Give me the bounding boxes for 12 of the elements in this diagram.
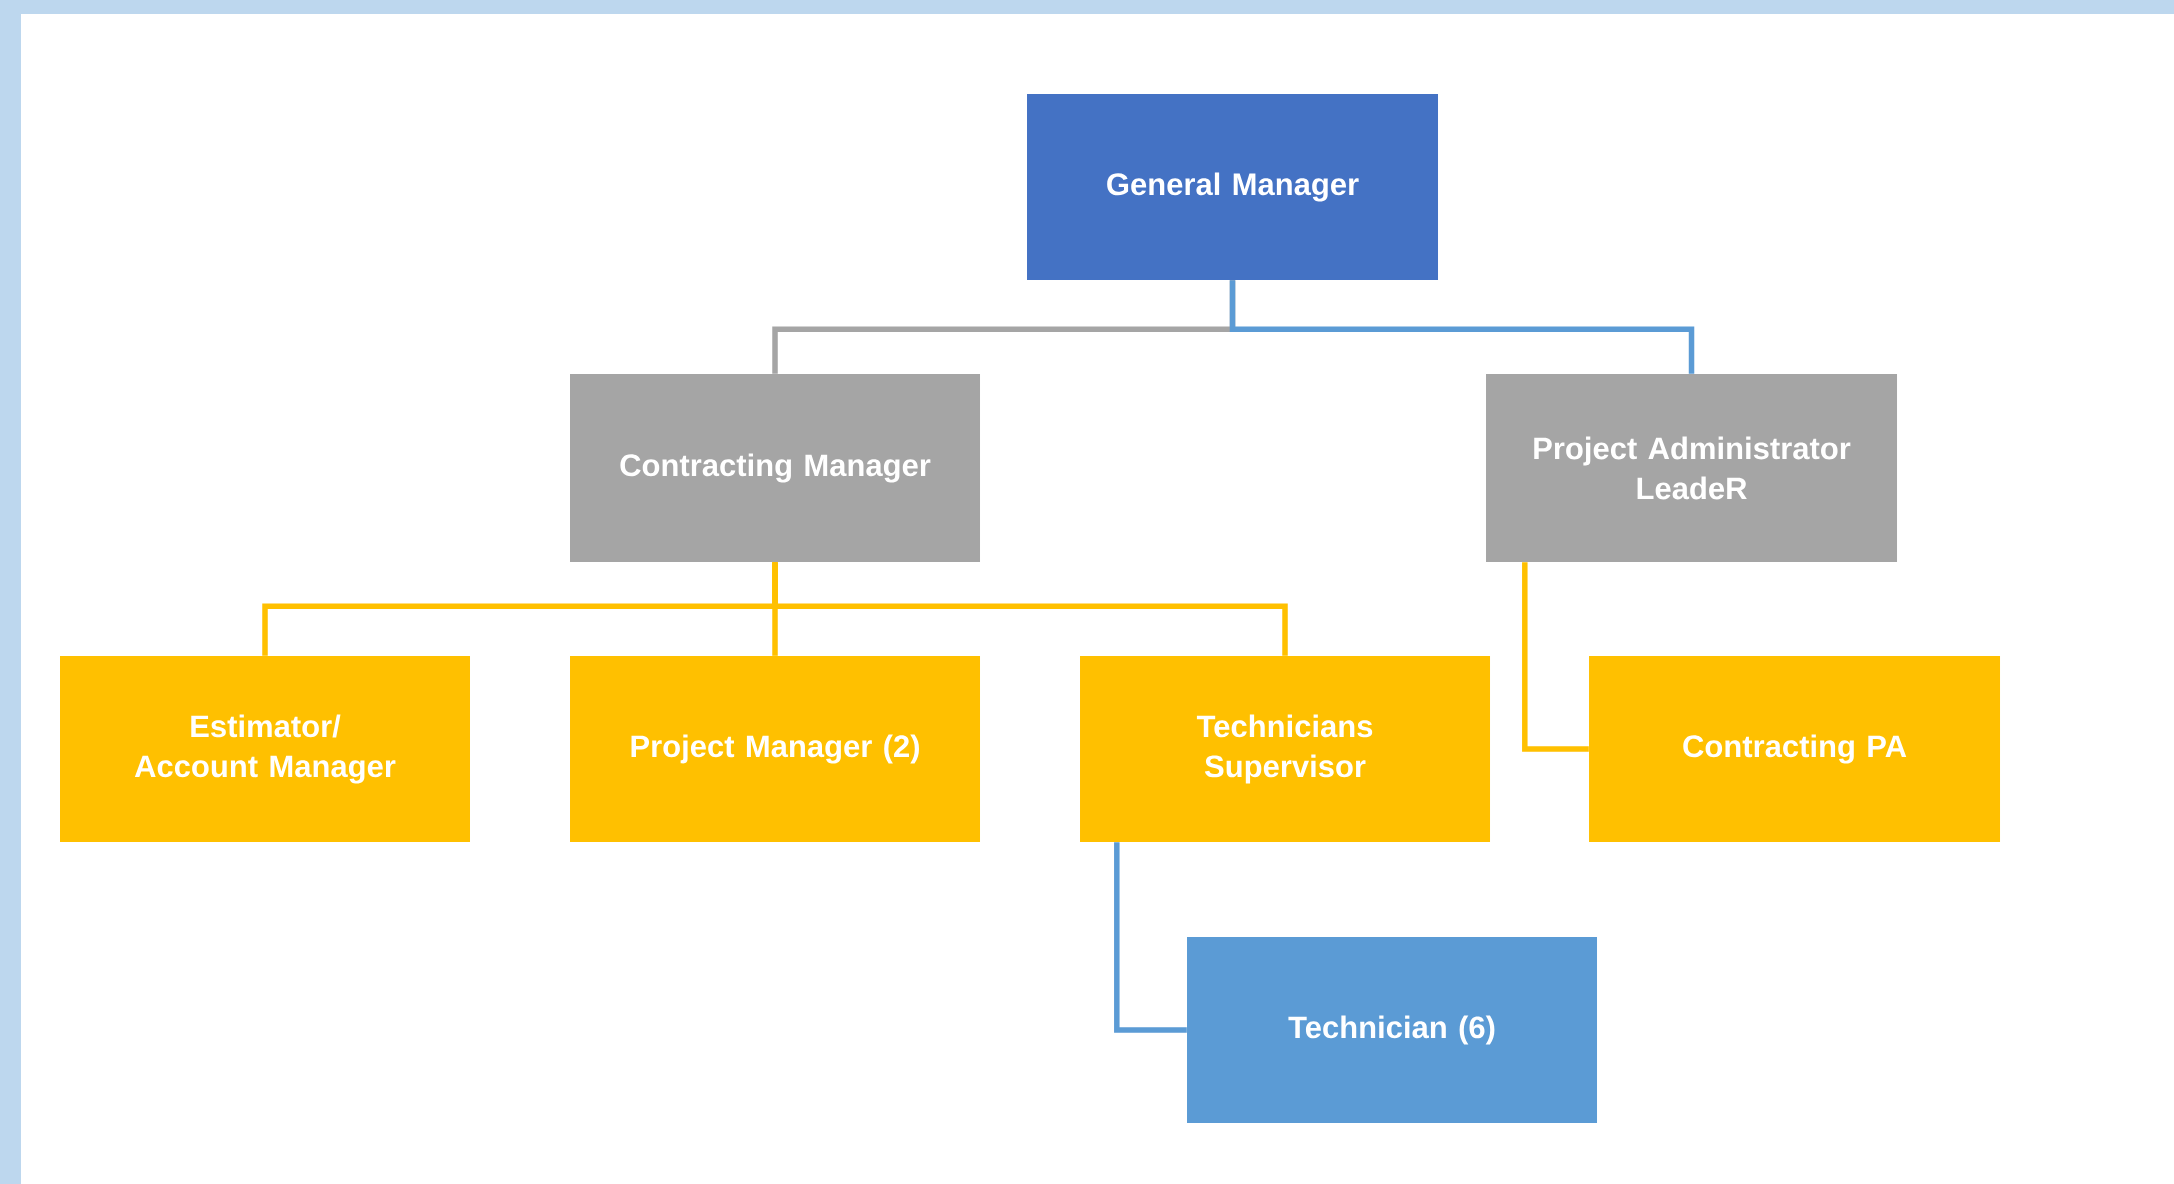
role-box: Project Administrator LeadeR (1486, 374, 1897, 562)
role-box: Estimator/ Account Manager (60, 656, 470, 842)
role-box: Contracting Manager (570, 374, 980, 562)
role-box: Technicians Supervisor (1080, 656, 1490, 842)
connector-line (1229, 280, 1695, 374)
role-box: General Manager (1027, 94, 1438, 280)
role-box: Project Manager (2) (570, 656, 980, 842)
connector-line (1522, 562, 1589, 752)
role-box: Contracting PA (1589, 656, 2000, 842)
role-box: Technician (6) (1187, 937, 1597, 1123)
connector-line (1114, 842, 1187, 1033)
connector-line (772, 562, 1288, 656)
